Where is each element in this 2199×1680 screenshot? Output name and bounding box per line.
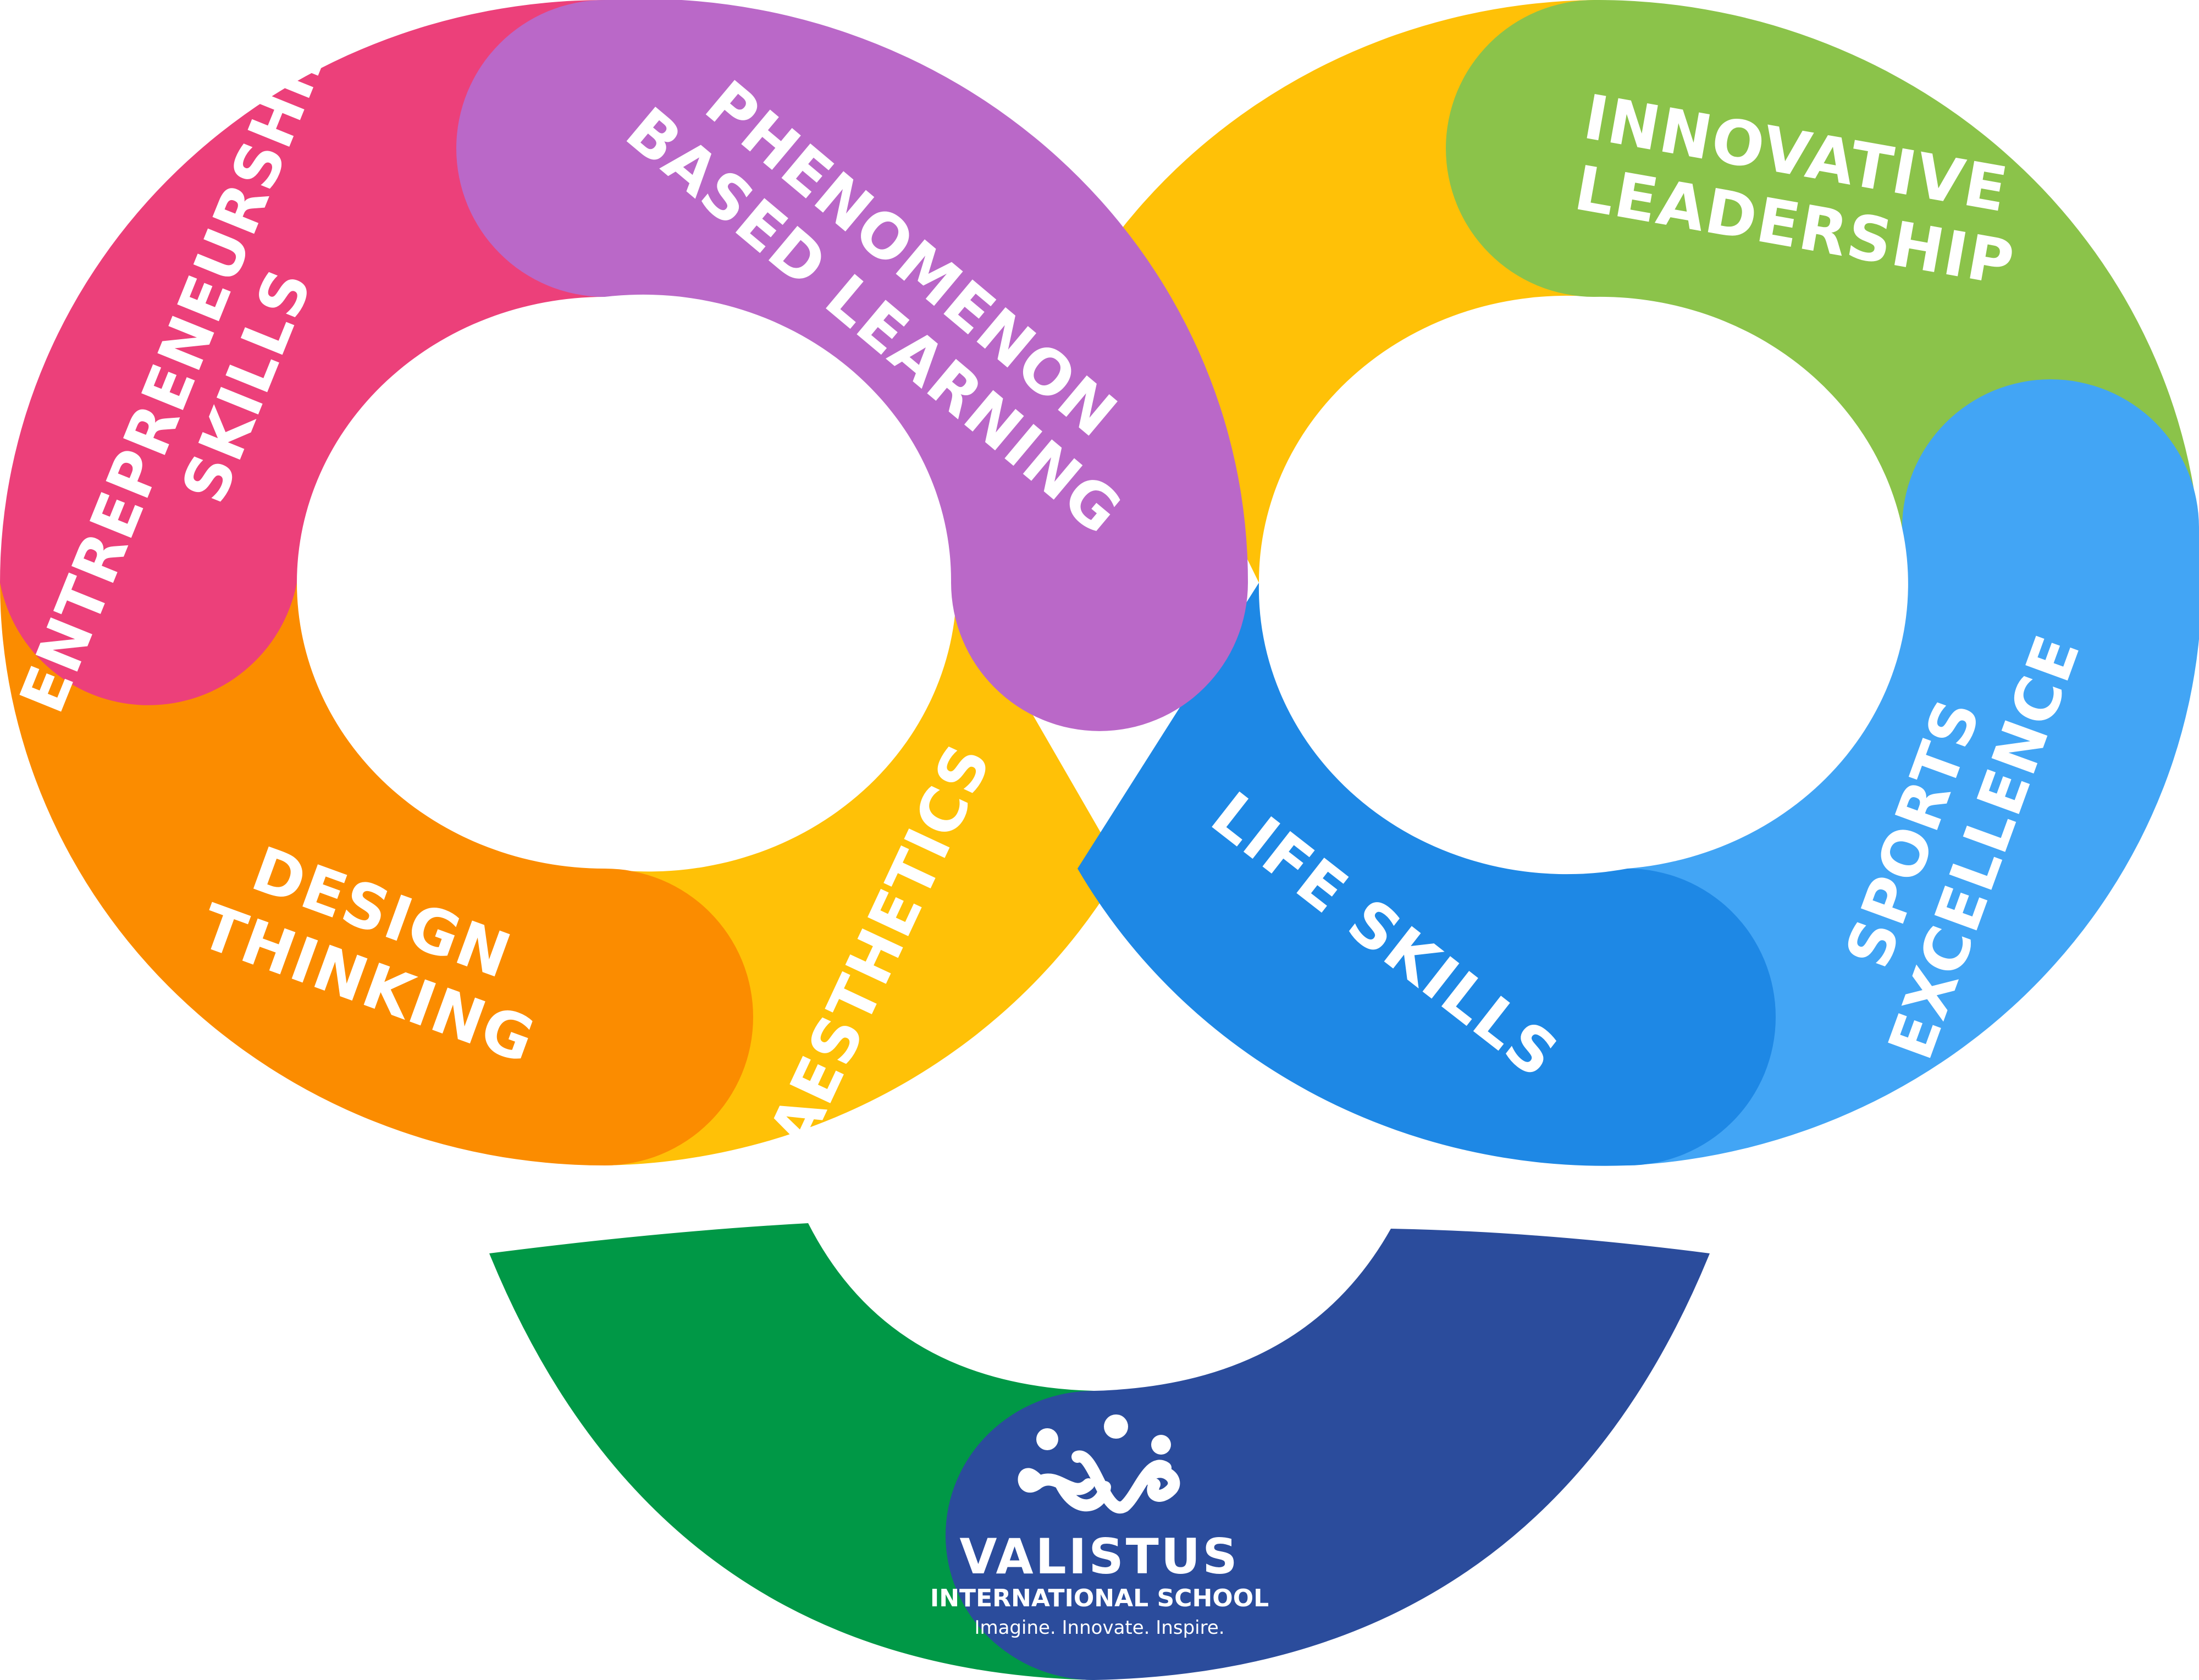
brand-block: VALISTUS INTERNATIONAL SCHOOL Imagine. I… (930, 1414, 1269, 1639)
cap-innovative-leadership (1446, 0, 1594, 297)
cap-phenomenon-top (456, 0, 605, 297)
crossing-band (456, 0, 1248, 731)
segment-phenomenon-based-learning (605, 0, 1248, 583)
right-loop (1078, 0, 2199, 1166)
cap-life-skills (1627, 869, 1776, 1165)
bottom-arc-green (489, 1223, 1094, 1680)
cap-entrepreneurship (0, 583, 297, 705)
bottom-arc-navy (1094, 1229, 1710, 1680)
segment-entrepreneurship (0, 0, 605, 583)
brand-subtitle: INTERNATIONAL SCHOOL (930, 1584, 1269, 1612)
cap-design-thinking (605, 869, 753, 1165)
bottom-arc (489, 1223, 1710, 1680)
segment-design-thinking (0, 583, 605, 1165)
brand-tagline: Imagine. Innovate. Inspire. (974, 1617, 1224, 1639)
segment-life-skills (1078, 583, 1627, 1166)
brand-name: VALISTUS (959, 1528, 1239, 1585)
valistus-logo-icon (1018, 1414, 1180, 1514)
cap-sports-excellence (1902, 379, 2199, 528)
bottom-arc-navy-cap (946, 1391, 1094, 1680)
cap-phenomenon-bottom (951, 583, 1248, 731)
left-loop (0, 0, 1121, 1165)
